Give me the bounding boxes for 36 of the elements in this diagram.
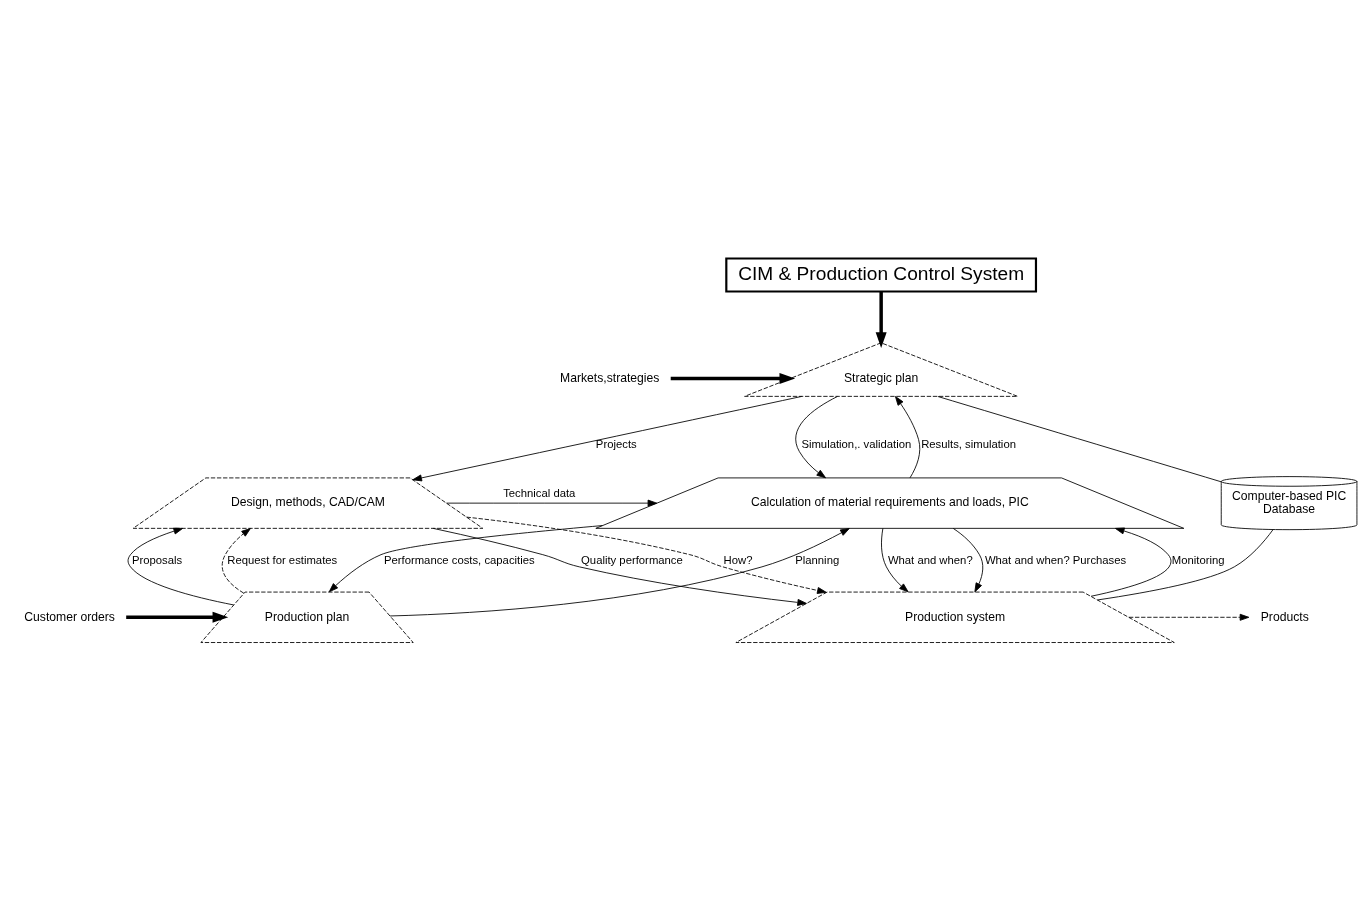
arrow bbox=[670, 372, 796, 384]
edge-label: Planning bbox=[795, 553, 840, 566]
connector bbox=[1097, 528, 1274, 600]
arrow bbox=[127, 527, 235, 605]
arrow bbox=[881, 527, 909, 592]
connector bbox=[937, 395, 1222, 482]
node-text: Customer orders bbox=[24, 609, 115, 624]
arrow bbox=[1128, 613, 1250, 621]
arrow bbox=[328, 524, 603, 592]
edge-label: Request for estimates bbox=[227, 553, 338, 566]
arrow bbox=[126, 611, 229, 623]
arrow bbox=[795, 395, 838, 478]
arrow bbox=[389, 527, 850, 616]
edge-label: How? bbox=[723, 553, 753, 566]
edge-label: Technical data bbox=[503, 486, 576, 499]
arrow bbox=[221, 527, 251, 594]
edge-label: Performance costs, capacities bbox=[383, 553, 535, 566]
edge-label: Simulation,. validation bbox=[801, 437, 912, 450]
node-text: Markets,strategies bbox=[560, 370, 660, 385]
arrow bbox=[1090, 527, 1172, 597]
edge-label: What and when? bbox=[887, 553, 973, 566]
node-box: CIM & Production Control System bbox=[725, 256, 1038, 293]
arrow bbox=[412, 395, 803, 481]
edge-label: What and when? Purchases bbox=[984, 553, 1127, 566]
edge-label: Quality performance bbox=[581, 553, 683, 566]
node-text: Products bbox=[1260, 609, 1309, 624]
edge-label: Projects bbox=[595, 437, 637, 450]
arrow bbox=[446, 499, 658, 507]
arrow bbox=[432, 527, 807, 606]
arrow bbox=[952, 527, 984, 592]
edge-label: Results, simulation bbox=[921, 437, 1016, 450]
arrow bbox=[466, 516, 827, 594]
arrow bbox=[895, 395, 921, 478]
edge-label: Proposals bbox=[131, 553, 183, 566]
arrow bbox=[875, 291, 887, 348]
edge-label: Monitoring bbox=[1171, 553, 1225, 566]
